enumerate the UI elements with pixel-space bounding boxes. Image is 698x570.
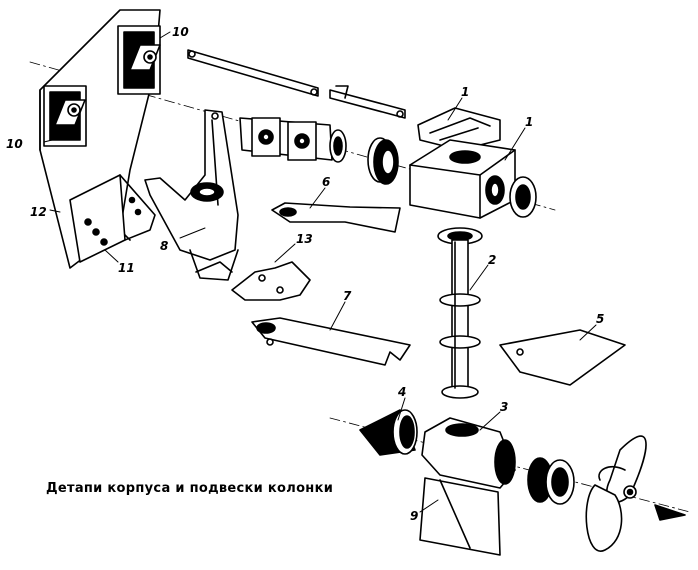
cover-plate-part-5	[499, 329, 626, 386]
label-11: 11	[118, 261, 135, 275]
label-9: 9	[410, 509, 418, 523]
label-2: 2	[488, 253, 496, 267]
label-10-lower: 10	[6, 137, 23, 151]
propeller-bushing	[527, 457, 575, 505]
label-13: 13	[296, 232, 313, 246]
part-number-labels: 1 1 2 3 4 5 6 7 8 9 10 10 11 12 13	[6, 25, 604, 523]
skeg-fin-part-9	[419, 477, 501, 556]
hole-plate-part-11	[69, 174, 156, 263]
small-bracket-part-1b	[417, 107, 501, 151]
label-10-upper: 10	[172, 25, 189, 39]
cover-plate	[509, 176, 537, 218]
lower-gear-housing-part-3	[421, 417, 516, 489]
label-7: 7	[343, 289, 352, 303]
label-1: 1	[525, 115, 533, 129]
label-6: 6	[322, 175, 330, 189]
coupling-shaft-assembly	[239, 117, 347, 163]
label-4: 4	[397, 385, 406, 399]
top-rod-right	[329, 85, 406, 119]
label-3: 3	[500, 400, 508, 414]
gasket-part-13	[231, 261, 311, 301]
label-5: 5	[596, 312, 604, 326]
suspension-bracket-part-8	[144, 109, 239, 281]
top-rod-left	[187, 49, 319, 97]
figure-caption: Детапи корпуса и подвески колонки	[46, 481, 334, 496]
label-1b: 1	[461, 85, 469, 99]
label-8: 8	[160, 239, 168, 253]
gearbox-housing-part-1	[409, 139, 516, 219]
lower-bracket-part-10	[43, 85, 87, 147]
bearing	[367, 137, 399, 185]
spinner-cone	[654, 504, 686, 521]
upper-bracket-part-10	[117, 25, 161, 95]
propeller	[585, 435, 647, 552]
vertical-column-part-2	[437, 227, 483, 399]
label-12: 12	[30, 205, 47, 219]
leader-lines	[43, 31, 597, 513]
tiller-arm-part-6	[271, 202, 401, 233]
nose-cone-part-4	[359, 409, 418, 456]
long-lever-part-7	[251, 317, 411, 366]
